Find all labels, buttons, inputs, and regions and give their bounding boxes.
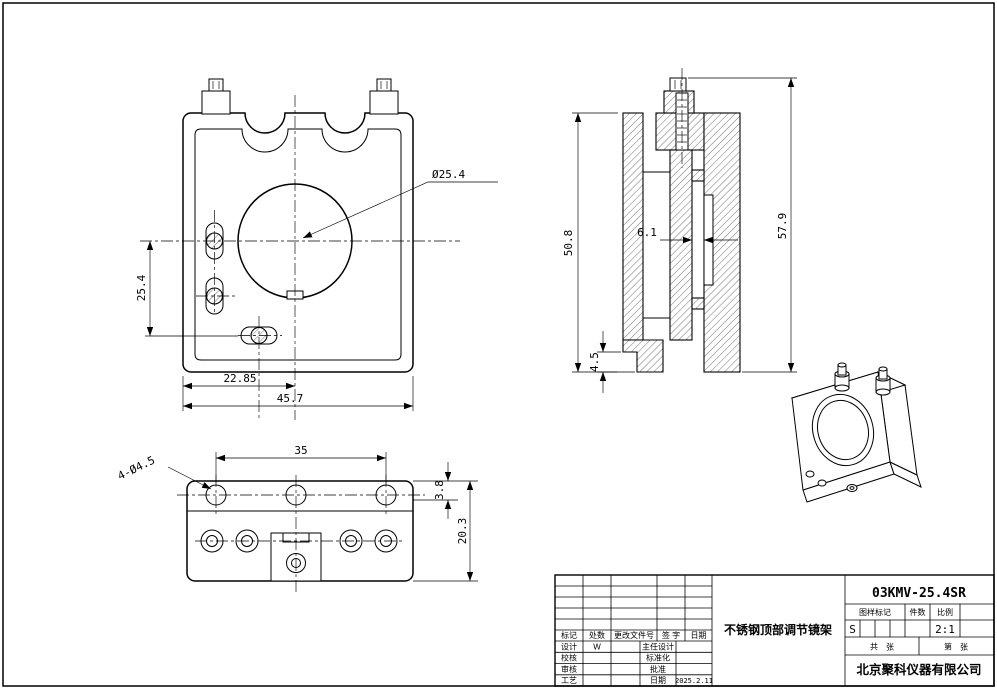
dim-bottom-spacing: 35 [215, 444, 387, 483]
front-knob-left [201, 78, 231, 115]
role-design: 设计 [561, 642, 577, 652]
date-value: 2025.2.11 [675, 677, 713, 685]
dim-front-height: 25.4 [135, 241, 238, 337]
front-centerlines [140, 95, 460, 420]
role-date: 日期 [650, 676, 666, 685]
dim-section-body-height: 50.8 [562, 112, 618, 373]
front-inner-outline [194, 128, 402, 361]
title-block: 标记 处数 更改文件号 签 字 日期 设计 W 主任设计 校核 标准化 审核 批… [554, 574, 995, 687]
bottom-view: 35 4-Ø4.5 3.8 20.3 [116, 444, 478, 592]
dim-text-bottom-depth: 20.3 [456, 518, 469, 545]
dim-text-section-foot: 4.5 [588, 352, 601, 372]
dim-bottom-depth: 20.3 [413, 481, 478, 582]
scale-value: 2:1 [935, 623, 955, 636]
title-block-border [554, 574, 995, 687]
dim-text-section-total-height: 57.9 [776, 213, 789, 240]
dim-text-front-height: 25.4 [135, 274, 148, 301]
iso-aperture-inner [817, 399, 869, 461]
role-standards: 标准化 [646, 653, 670, 663]
front-knob-right [369, 78, 399, 115]
leader-front-diameter: Ø25.4 [302, 168, 498, 239]
role-process: 工艺 [561, 676, 577, 685]
dim-bottom-step: 3.8 [413, 462, 478, 519]
rev-header-mark: 标记 [561, 630, 577, 640]
rev-header-date: 日期 [691, 631, 707, 640]
sample-mark-value: S [849, 623, 856, 636]
title-block-grid [555, 575, 994, 686]
rev-header-doc: 更改文件号 [614, 630, 654, 640]
isometric-view [790, 362, 922, 503]
field-sample-mark: 图样标记 [859, 607, 891, 617]
section-inner-wall [669, 149, 693, 341]
role-audit: 审核 [561, 664, 577, 674]
design-signature: W [593, 643, 601, 652]
dim-section-gap: 6.1 [637, 226, 738, 244]
company-name: 北京聚科仪器有限公司 [856, 662, 981, 677]
role-chief-design: 主任设计 [642, 642, 674, 652]
field-qty: 件数 [910, 607, 926, 617]
field-scale: 比例 [937, 607, 953, 617]
dim-text-section-body-height: 50.8 [562, 230, 575, 257]
part-number: 03KMV-25.4SR [872, 586, 966, 601]
dim-front-width-total: 45.7 [183, 376, 414, 411]
iso-front-screws [805, 470, 858, 492]
rev-header-sign: 签 字 [662, 630, 680, 640]
sheet-number: 第 张 [944, 642, 968, 652]
front-view: 25.4 22.85 45.7 Ø25.4 [135, 78, 498, 420]
dim-text-front-width-center: 22.85 [223, 372, 256, 385]
dim-section-foot: 4.5 [588, 331, 635, 393]
iso-knob-left [834, 362, 850, 392]
rev-header-count: 处数 [589, 630, 605, 640]
dim-text-bottom-spacing: 35 [294, 444, 307, 457]
dim-text-bottom-step: 3.8 [433, 480, 446, 500]
role-check: 校核 [561, 653, 577, 663]
dim-text-front-width-total: 45.7 [277, 392, 304, 405]
iso-knob-right [875, 366, 891, 396]
section-foot [622, 339, 664, 373]
dim-text-section-gap: 6.1 [637, 226, 657, 239]
dim-text-front-diameter: Ø25.4 [432, 168, 465, 181]
part-name: 不锈钢顶部调节镜架 [724, 622, 832, 637]
section-view: 50.8 57.9 6.1 4.5 [562, 68, 797, 393]
dim-text-bottom-holes: 4-Ø4.5 [116, 454, 157, 483]
dim-section-total-height: 57.9 [688, 77, 797, 373]
sheets-total: 共 张 [870, 643, 894, 652]
role-approve: 批准 [650, 664, 666, 674]
